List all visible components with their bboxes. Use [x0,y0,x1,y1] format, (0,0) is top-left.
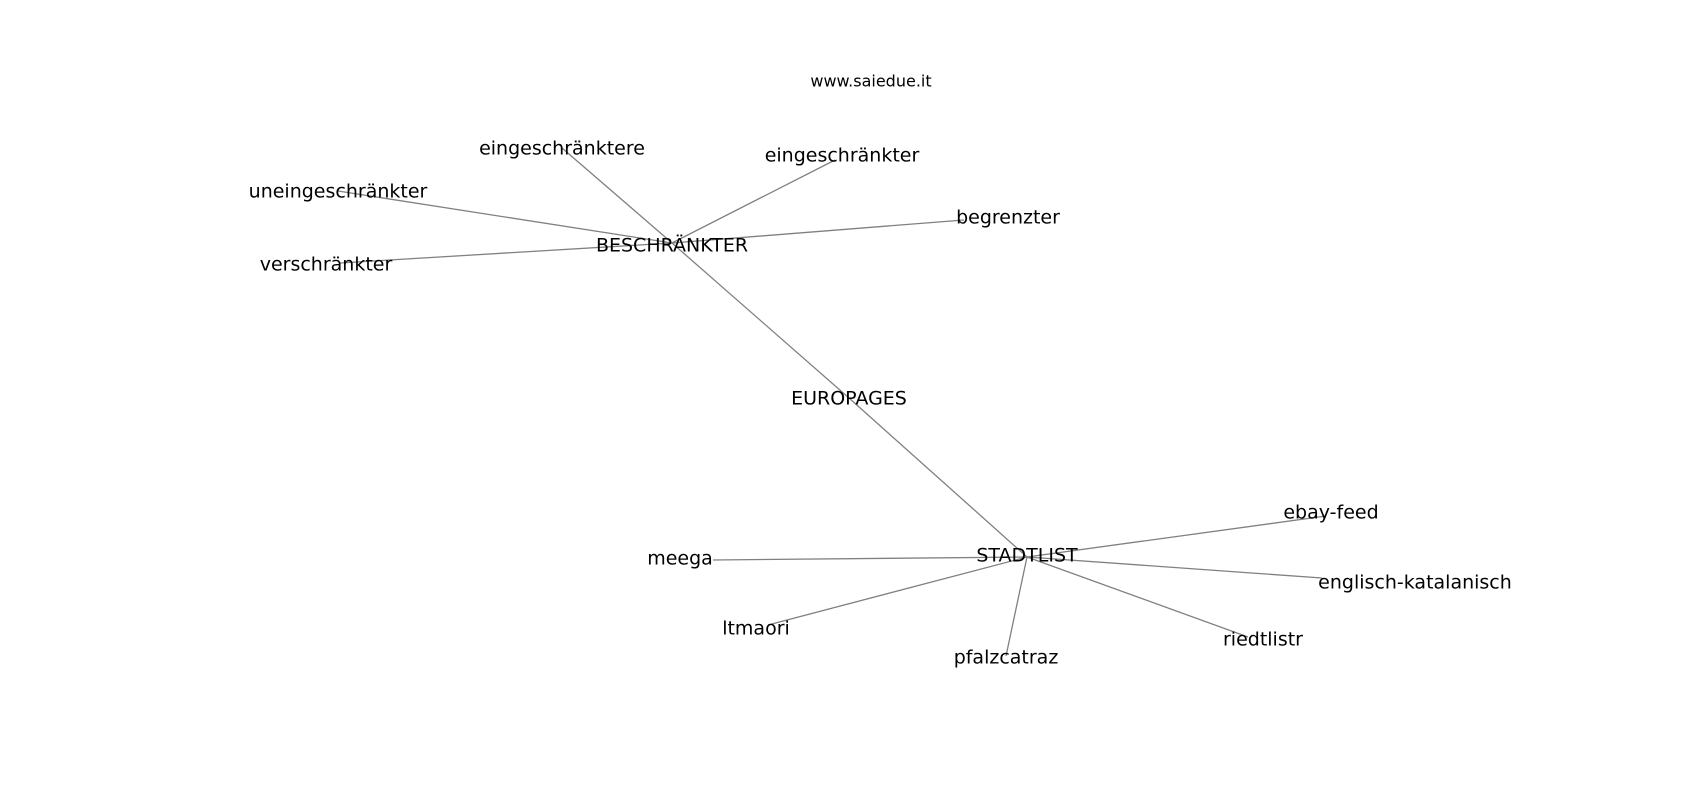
edges-layer [337,147,1327,657]
node-label-begrenzter: begrenzter [956,207,1060,229]
edge-stadtlist-englisch-katalanisch [1026,556,1323,579]
node-label-meega: meega [647,548,713,570]
edge-beschraenkter-eingeschraenktere [561,147,673,244]
node-label-uneingeschraenkter: uneingeschränkter [249,181,428,203]
edge-stadtlist-meega [712,556,1028,561]
node-label-verschraenkter: verschränkter [260,254,393,276]
edge-europages-stadtlist [848,397,1028,558]
node-label-eingeschraenkter: eingeschränkter [765,145,920,167]
node-label-pfalzcatraz: pfalzcatraz [954,647,1059,669]
edge-stadtlist-riedtlistr [1026,556,1249,638]
node-label-ebay-feed: ebay-feed [1283,502,1378,524]
node-label-eingeschraenktere: eingeschränktere [479,138,645,160]
edge-beschraenkter-europages [671,242,850,399]
edge-beschraenkter-eingeschraenkter [671,159,836,244]
edge-beschraenkter-begrenzter [671,219,965,244]
node-label-riedtlistr: riedtlistr [1223,629,1303,651]
node-label-europages: EUROPAGES [791,388,907,410]
edge-beschraenkter-verschraenkter [339,242,673,264]
node-label-ltmaori: ltmaori [722,618,790,640]
edge-beschraenkter-uneingeschraenkter [337,190,673,244]
nodes-layer: BESCHRÄNKTER EUROPAGES STADTLIST eingeschrä… [249,138,1512,669]
node-label-stadtlist: STADTLIST [976,545,1078,567]
node-label-englisch-katalanisch: englisch-katalanisch [1318,572,1512,594]
edge-stadtlist-pfalzcatraz [1005,556,1028,657]
edge-stadtlist-ebay-feed [1026,515,1327,558]
edge-stadtlist-ltmaori [767,556,1028,626]
site-label: www.saiedue.it [810,72,931,91]
node-label-beschraenkter: BESCHRÄNKTER [596,234,748,257]
